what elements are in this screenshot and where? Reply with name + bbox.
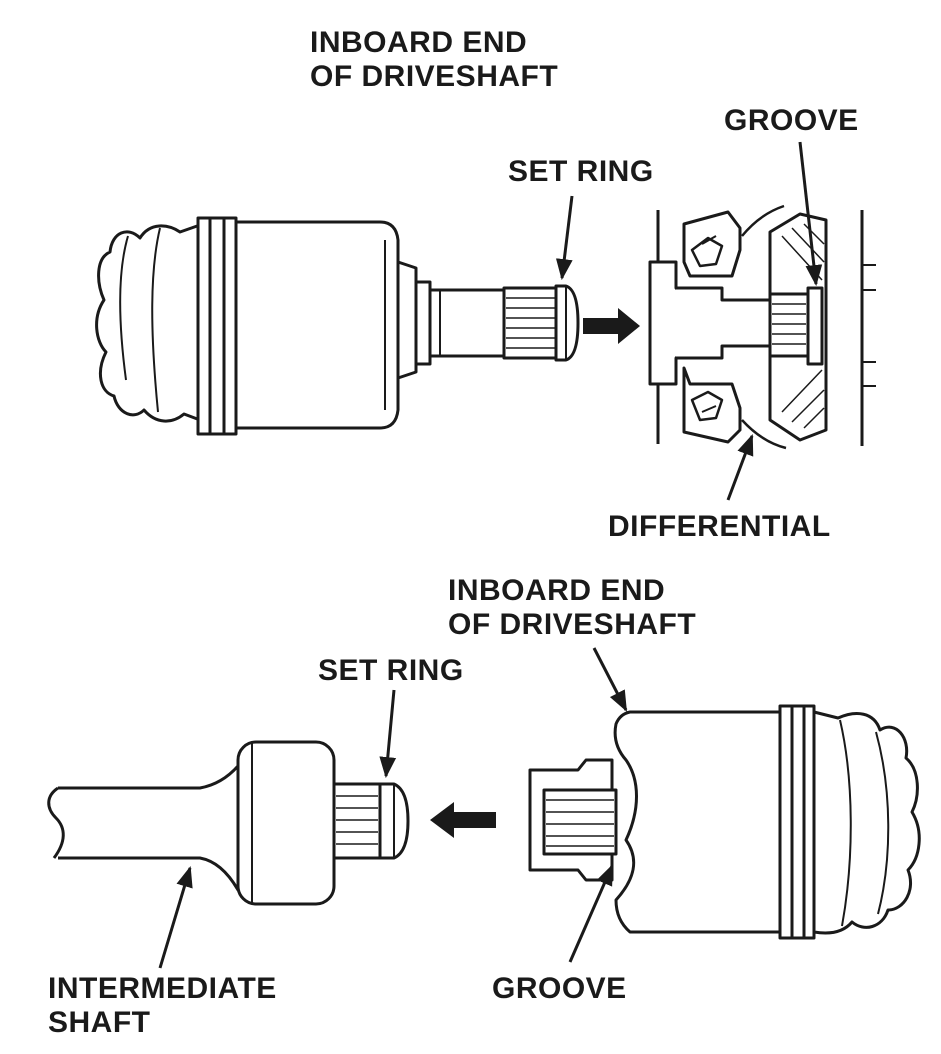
differential-section	[648, 204, 876, 450]
lower-seal	[682, 366, 742, 444]
bottom-joint-housing	[613, 710, 782, 934]
top-boot-fold	[119, 235, 129, 381]
label-bottom-inboard-end: INBOARD END OF DRIVESHAFT	[448, 574, 696, 642]
top-boot-fold	[151, 227, 161, 413]
top-joint-housing	[234, 220, 400, 430]
top-insertion-arrow	[583, 308, 640, 344]
leader-differential	[726, 434, 754, 501]
label-bottom-groove: GROOVE	[492, 972, 627, 1005]
label-line: OF DRIVESHAFT	[310, 60, 559, 93]
upper-seal	[682, 210, 742, 278]
leader-intermediate-shaft	[158, 865, 193, 969]
label-top-set-ring: SET RING	[508, 155, 654, 188]
label-line: INBOARD END	[310, 26, 528, 59]
label-line: INTERMEDIATE	[48, 972, 277, 1005]
shaft-break-end	[47, 786, 65, 859]
bottom-boot-band	[778, 704, 816, 940]
leader-bottom-inboard	[592, 647, 628, 712]
leader-bottom-groove	[568, 864, 614, 963]
bottom-spline	[332, 782, 382, 860]
label-bottom-set-ring: SET RING	[318, 654, 464, 687]
leader-bottom-set-ring	[379, 689, 397, 779]
bottom-boot-fold	[839, 719, 852, 927]
label-top-inboard-end: INBOARD END OF DRIVESHAFT	[310, 26, 558, 94]
label-top-groove: GROOVE	[724, 104, 859, 137]
leader-lines	[158, 141, 823, 969]
label-line: INBOARD END	[448, 574, 666, 607]
intermediate-shaft	[58, 764, 240, 892]
bottom-boot-fold	[875, 731, 890, 915]
label-line: SHAFT	[48, 1006, 151, 1039]
top-boot-band	[196, 216, 238, 436]
bottom-driveshaft-cv-joint	[528, 704, 921, 940]
bottom-driveshaft-boot	[812, 710, 921, 935]
leader-top-groove	[798, 141, 823, 287]
bottom-removal-arrow	[430, 802, 496, 838]
top-housing-neck	[396, 260, 418, 380]
top-driveshaft-boot	[95, 223, 202, 423]
label-intermediate-shaft: INTERMEDIATE SHAFT	[48, 972, 277, 1040]
leader-top-set-ring	[555, 195, 574, 281]
intermediate-shaft-assembly	[47, 740, 410, 906]
label-line: OF DRIVESHAFT	[448, 608, 697, 641]
top-driveshaft-cv-joint	[95, 216, 580, 436]
diff-groove	[806, 286, 824, 366]
label-differential: DIFFERENTIAL	[608, 510, 831, 543]
top-stub-shaft	[414, 280, 432, 366]
